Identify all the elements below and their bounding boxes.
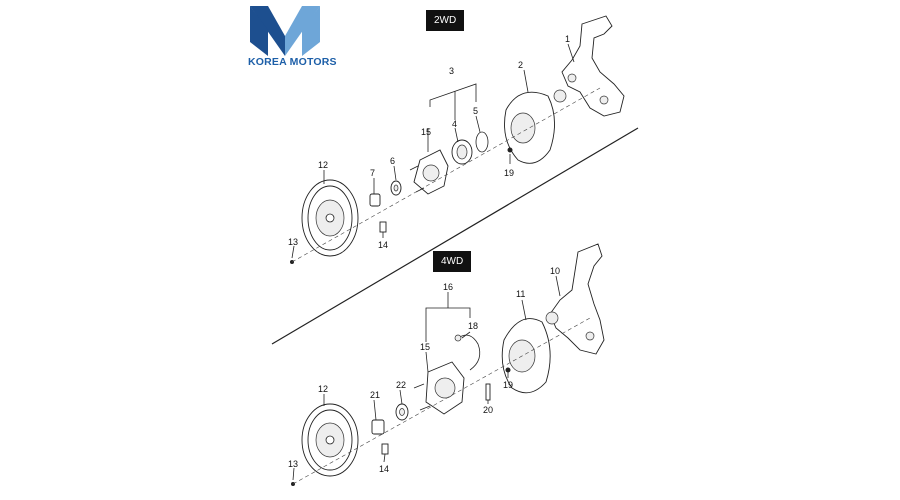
callout-12: 12 (318, 160, 328, 170)
callout-14-4wd: 14 (379, 464, 389, 474)
callout-21: 21 (370, 390, 380, 400)
callout-15: 15 (421, 127, 431, 137)
bolt-14-4wd (381, 443, 389, 455)
washer-2wd (390, 180, 402, 196)
bolt-14-2wd (379, 221, 387, 233)
wheel-hub-4wd (413, 361, 465, 415)
callout-19-4wd: 19 (503, 380, 513, 390)
brake-disc-2wd (301, 179, 359, 257)
callout-14: 14 (378, 240, 388, 250)
wheel-bearing-2wd (451, 139, 473, 165)
section-label-2wd: 2WD (426, 10, 465, 31)
callout-20: 20 (483, 405, 493, 415)
logo-text: KOREA MOTORS (248, 56, 337, 68)
callout-4: 4 (452, 119, 457, 129)
hub-nut-2wd (369, 193, 381, 207)
callout-12-4wd: 12 (318, 384, 328, 394)
steering-knuckle-2wd (553, 15, 625, 117)
steering-knuckle-4wd (545, 243, 605, 355)
callout-13-4wd: 13 (288, 459, 298, 469)
callout-1: 1 (565, 34, 570, 44)
bolt-19-4wd (505, 367, 511, 373)
korea-motors-logo (250, 6, 320, 56)
callout-15-4wd: 15 (420, 342, 430, 352)
callout-7: 7 (370, 168, 375, 178)
callout-19: 19 (504, 168, 514, 178)
callout-10: 10 (550, 266, 560, 276)
leaders-4wd (292, 275, 561, 481)
callout-18: 18 (468, 321, 478, 331)
callout-3: 3 (449, 66, 454, 76)
callouts-4wd: 10 11 12 13 14 15 16 18 19 20 21 22 (288, 266, 560, 474)
callout-11: 11 (516, 289, 525, 299)
callout-5: 5 (473, 106, 478, 116)
dust-shield-2wd (504, 91, 555, 164)
callout-22: 22 (396, 380, 406, 390)
callouts-2wd: 1 2 3 4 5 6 7 12 13 14 15 19 (288, 34, 570, 250)
wheel-hub-2wd (409, 149, 449, 195)
callout-2: 2 (518, 60, 523, 70)
bolt-20-4wd (485, 383, 491, 401)
bolt-19-2wd (507, 147, 513, 153)
callout-6: 6 (390, 156, 395, 166)
callout-16: 16 (443, 282, 453, 292)
snap-ring-2wd (475, 131, 489, 153)
hub-nut-4wd (371, 419, 385, 435)
section-divider (271, 127, 639, 345)
abs-sensor-wire-4wd (457, 334, 481, 371)
brake-disc-4wd (301, 403, 359, 477)
washer-4wd (395, 403, 409, 421)
section-label-4wd: 4WD (433, 251, 472, 272)
leaders-2wd (291, 43, 575, 259)
callout-13: 13 (288, 237, 298, 247)
